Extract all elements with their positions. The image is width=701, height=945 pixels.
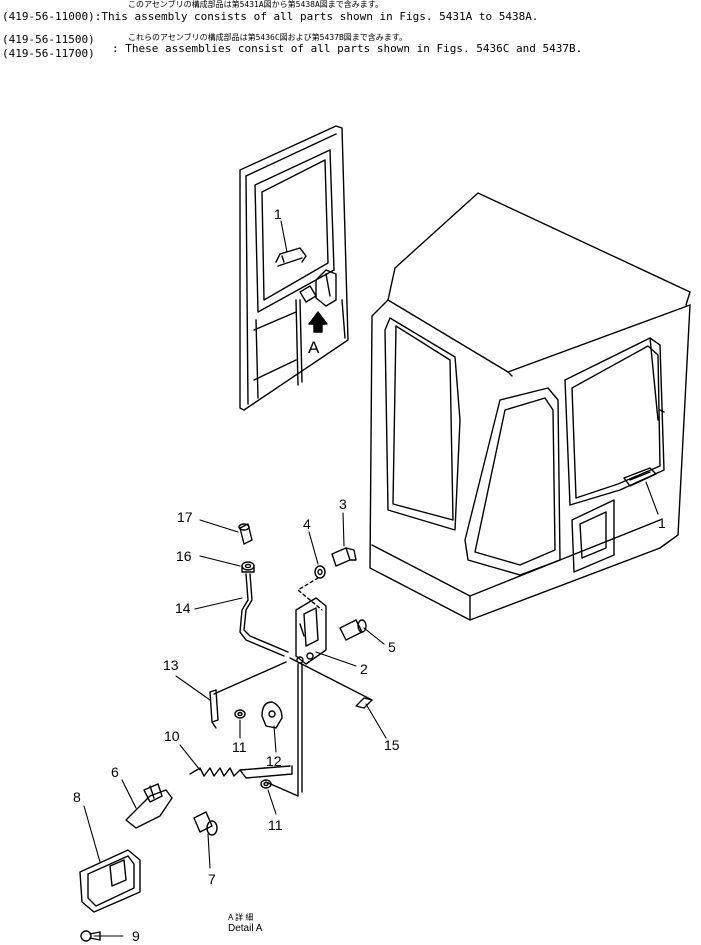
- callout-14: 14: [175, 600, 191, 616]
- part-17-pin-drawing: [238, 523, 253, 545]
- callout-numbers: 1 1 A 2 3 4 5 6 7 8 9 10 11 11 12 13 14 …: [73, 206, 666, 944]
- header-line1-japanese: このアセンブリの構成部品は第5431A図から第5438A図まで含みます。: [128, 0, 383, 9]
- callout-15: 15: [384, 737, 400, 753]
- header-line2-japanese: これらのアセンブリの構成部品は第5436C図および第5437B図まで含みます。: [128, 33, 407, 42]
- header-line2-text: : These assemblies consist of all parts …: [112, 42, 583, 55]
- door-inner-handle-drawing: [275, 247, 307, 267]
- part-11-nut-lower-drawing: [260, 779, 272, 789]
- callout-4: 4: [303, 516, 311, 532]
- link-rods-drawing: [213, 657, 373, 797]
- part-5-bolt-drawing: [339, 619, 367, 641]
- part-7-bolt-drawing: [193, 811, 218, 836]
- part-10-spring-rod-drawing: [189, 765, 293, 779]
- part-2-bracket-drawing: [295, 597, 327, 665]
- view-a-label: A: [308, 338, 320, 357]
- view-a-arrow: [308, 311, 328, 333]
- part-14-rod-drawing: [239, 573, 289, 657]
- callout-13: 13: [163, 657, 179, 673]
- header-line2-code-b: (419-56-11700): [2, 47, 95, 60]
- callout-8: 8: [73, 789, 81, 805]
- cab-outline: [369, 192, 691, 621]
- callout-11-lower: 11: [268, 817, 283, 833]
- leader-dashed: [297, 577, 323, 611]
- callout-9: 9: [132, 928, 140, 944]
- part-6-handle-drawing: [125, 783, 173, 829]
- part-11-nut-upper-drawing: [234, 709, 246, 719]
- part-13-link-drawing: [209, 689, 219, 729]
- callout-1-door: 1: [274, 206, 282, 222]
- callout-12: 12: [266, 753, 282, 769]
- part-8-escutcheon-drawing: [79, 849, 141, 913]
- callout-5: 5: [388, 639, 396, 655]
- part-12-cam-drawing: [261, 701, 283, 729]
- callout-11-upper: 11: [232, 739, 247, 755]
- callout-7: 7: [208, 871, 216, 887]
- header-line2-code-a: (419-56-11500): [2, 33, 95, 46]
- door-outline: [239, 125, 349, 411]
- callout-6: 6: [111, 764, 119, 780]
- callout-16: 16: [176, 548, 192, 564]
- callout-17: 17: [177, 509, 193, 525]
- header-line1: (419-56-11000):This assembly consists of…: [2, 10, 538, 23]
- part-4-washer-drawing: [314, 565, 326, 579]
- callout-3: 3: [339, 496, 347, 512]
- door-latch-drawing: [299, 269, 337, 307]
- header-line1-code: (419-56-11000):: [2, 10, 102, 23]
- detail-a-english: Detail A: [228, 923, 263, 934]
- detail-a-caption: A 詳 細 Detail A: [228, 912, 263, 934]
- leader-lines: [83, 220, 659, 937]
- callout-10: 10: [164, 728, 180, 744]
- callout-1-cab: 1: [658, 515, 666, 531]
- part-3-bolt-drawing: [331, 547, 357, 567]
- callout-2: 2: [360, 661, 368, 677]
- header-line1-text: This assembly consists of all parts show…: [101, 10, 539, 23]
- detail-a-japanese: A 詳 細: [228, 912, 253, 922]
- cab-handle-drawing: [623, 467, 657, 487]
- part-16-nut-drawing: [241, 561, 255, 573]
